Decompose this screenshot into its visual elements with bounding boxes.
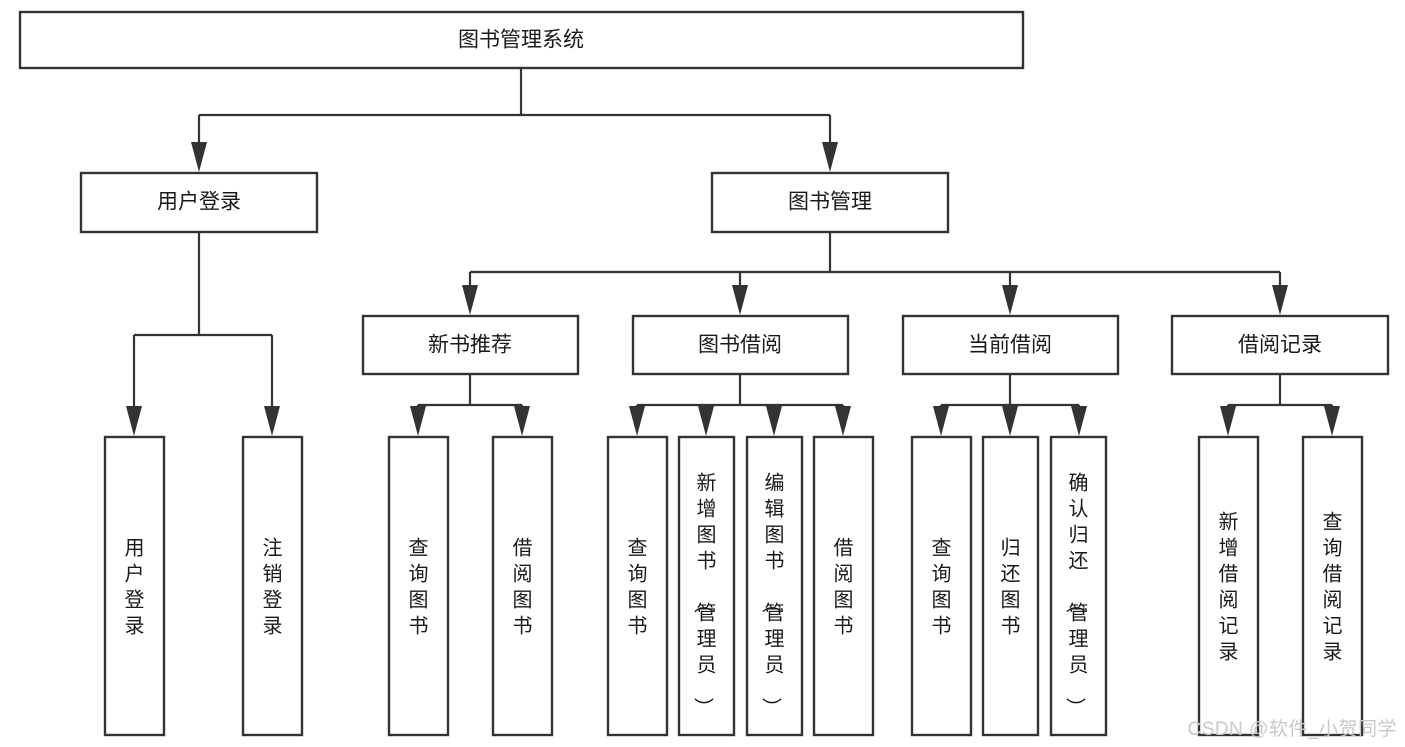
node-book-manage[interactable]: 图书管理: [710, 171, 950, 234]
node-leaf-return-book-box[interactable]: [981, 435, 1040, 737]
node-leaf-query-book-3-box[interactable]: [910, 435, 973, 737]
node-leaf-user-login[interactable]: 用户登录: [103, 435, 166, 737]
node-book-borrow[interactable]: 图书借阅: [631, 314, 850, 376]
arrow-head-leaf-add-book: [698, 406, 714, 436]
node-book-manage-box[interactable]: [710, 171, 950, 234]
arrow-head-borrow-record: [1272, 285, 1288, 315]
node-leaf-return-book[interactable]: 归还图书: [981, 435, 1040, 737]
arrow-head-leaf-logout: [264, 406, 280, 436]
node-borrow-record-box[interactable]: [1170, 314, 1390, 376]
arrow-head-leaf-return-book: [1002, 406, 1018, 436]
node-leaf-confirm-return-label: 确认归还（管理员）: [1064, 471, 1089, 717]
node-leaf-confirm-return[interactable]: 确认归还（管理员）: [1049, 435, 1108, 737]
node-leaf-query-book-1-label: 查询图书: [409, 536, 429, 637]
node-leaf-query-book-3[interactable]: 查询图书: [910, 435, 973, 737]
node-current-borrow-label: 当前借阅: [968, 334, 1052, 357]
arrow-head-leaf-edit-book: [766, 406, 782, 436]
connector-layer: [126, 68, 1340, 436]
arrow-head-book-manage: [822, 142, 838, 172]
node-leaf-query-book-1-box[interactable]: [387, 435, 450, 737]
arrow-head-new-book-recommend: [462, 285, 478, 315]
arrow-head-leaf-borrow-book-1: [514, 406, 530, 436]
arrow-head-leaf-query-book-3: [933, 406, 949, 436]
node-leaf-query-book-2-box[interactable]: [606, 435, 669, 737]
node-leaf-add-record-box[interactable]: [1197, 435, 1260, 737]
node-root-box[interactable]: [18, 10, 1025, 70]
node-book-manage-label: 图书管理: [788, 191, 872, 214]
node-leaf-add-book-box[interactable]: [677, 435, 736, 737]
node-leaf-query-book-2-label: 查询图书: [628, 536, 648, 637]
arrow-head-leaf-query-book-1: [410, 406, 426, 436]
node-leaf-user-login-label: 用户登录: [125, 537, 145, 637]
node-borrow-record[interactable]: 借阅记录: [1170, 314, 1390, 376]
node-leaf-query-record-box[interactable]: [1301, 435, 1364, 737]
node-leaf-add-book-label: 新增图书（管理员）: [692, 471, 717, 717]
node-leaf-borrow-book-2-label: 借阅图书: [834, 536, 854, 637]
arrow-head-leaf-query-record: [1324, 406, 1340, 436]
node-user-login-label: 用户登录: [157, 191, 241, 214]
node-user-login-box[interactable]: [79, 171, 319, 234]
node-leaf-add-book[interactable]: 新增图书（管理员）: [677, 435, 736, 737]
arrow-head-book-borrow: [732, 285, 748, 315]
arrow-head-leaf-user-login: [126, 406, 142, 436]
node-leaf-logout[interactable]: 注销登录: [241, 435, 304, 737]
node-root[interactable]: 图书管理系统: [18, 10, 1025, 70]
node-leaf-logout-box[interactable]: [241, 435, 304, 737]
node-leaf-user-login-box[interactable]: [103, 435, 166, 737]
node-new-book-recommend[interactable]: 新书推荐: [361, 314, 580, 376]
node-root-label: 图书管理系统: [458, 29, 584, 52]
leaf-nodes-layer: 用户登录 注销登录 查询图书 借阅图书 查询图书 新增图书（管理员）: [103, 435, 1364, 737]
node-leaf-add-record[interactable]: 新增借阅记录: [1197, 435, 1260, 737]
node-leaf-return-book-label: 归还图书: [1001, 536, 1021, 637]
node-leaf-query-book-2[interactable]: 查询图书: [606, 435, 669, 737]
node-book-borrow-box[interactable]: [631, 314, 850, 376]
node-leaf-query-record[interactable]: 查询借阅记录: [1301, 435, 1364, 737]
node-leaf-borrow-book-2[interactable]: 借阅图书: [812, 435, 875, 737]
node-current-borrow-box[interactable]: [901, 314, 1120, 376]
node-leaf-query-record-label: 查询借阅记录: [1323, 510, 1343, 663]
arrow-head-leaf-query-book-2: [629, 406, 645, 436]
arrow-head-leaf-add-record: [1220, 406, 1236, 436]
node-leaf-query-book-1[interactable]: 查询图书: [387, 435, 450, 737]
node-leaf-borrow-book-1-label: 借阅图书: [513, 536, 533, 637]
node-leaf-edit-book-label: 编辑图书（管理员）: [760, 471, 785, 717]
node-current-borrow[interactable]: 当前借阅: [901, 314, 1120, 376]
node-leaf-edit-book-box[interactable]: [745, 435, 804, 737]
node-leaf-confirm-return-box[interactable]: [1049, 435, 1108, 737]
node-leaf-logout-label: 注销登录: [263, 536, 283, 637]
csdn-watermark: CSDN @软件_小贺同学: [1187, 719, 1397, 740]
node-book-borrow-label: 图书借阅: [698, 334, 782, 357]
node-leaf-add-record-label: 新增借阅记录: [1219, 510, 1239, 663]
node-user-login[interactable]: 用户登录: [79, 171, 319, 234]
arrow-head-leaf-borrow-book-2: [835, 406, 851, 436]
node-leaf-borrow-book-2-box[interactable]: [812, 435, 875, 737]
arrow-head-user-login: [191, 142, 207, 172]
node-leaf-edit-book[interactable]: 编辑图书（管理员）: [745, 435, 804, 737]
node-new-book-recommend-box[interactable]: [361, 314, 580, 376]
node-leaf-query-book-3-label: 查询图书: [932, 536, 952, 637]
node-new-book-recommend-label: 新书推荐: [428, 334, 512, 357]
node-leaf-borrow-book-1[interactable]: 借阅图书: [491, 435, 554, 737]
node-leaf-borrow-book-1-box[interactable]: [491, 435, 554, 737]
node-borrow-record-label: 借阅记录: [1238, 334, 1322, 357]
arrow-head-current-borrow: [1002, 285, 1018, 315]
arrow-head-leaf-confirm-return: [1071, 406, 1087, 436]
